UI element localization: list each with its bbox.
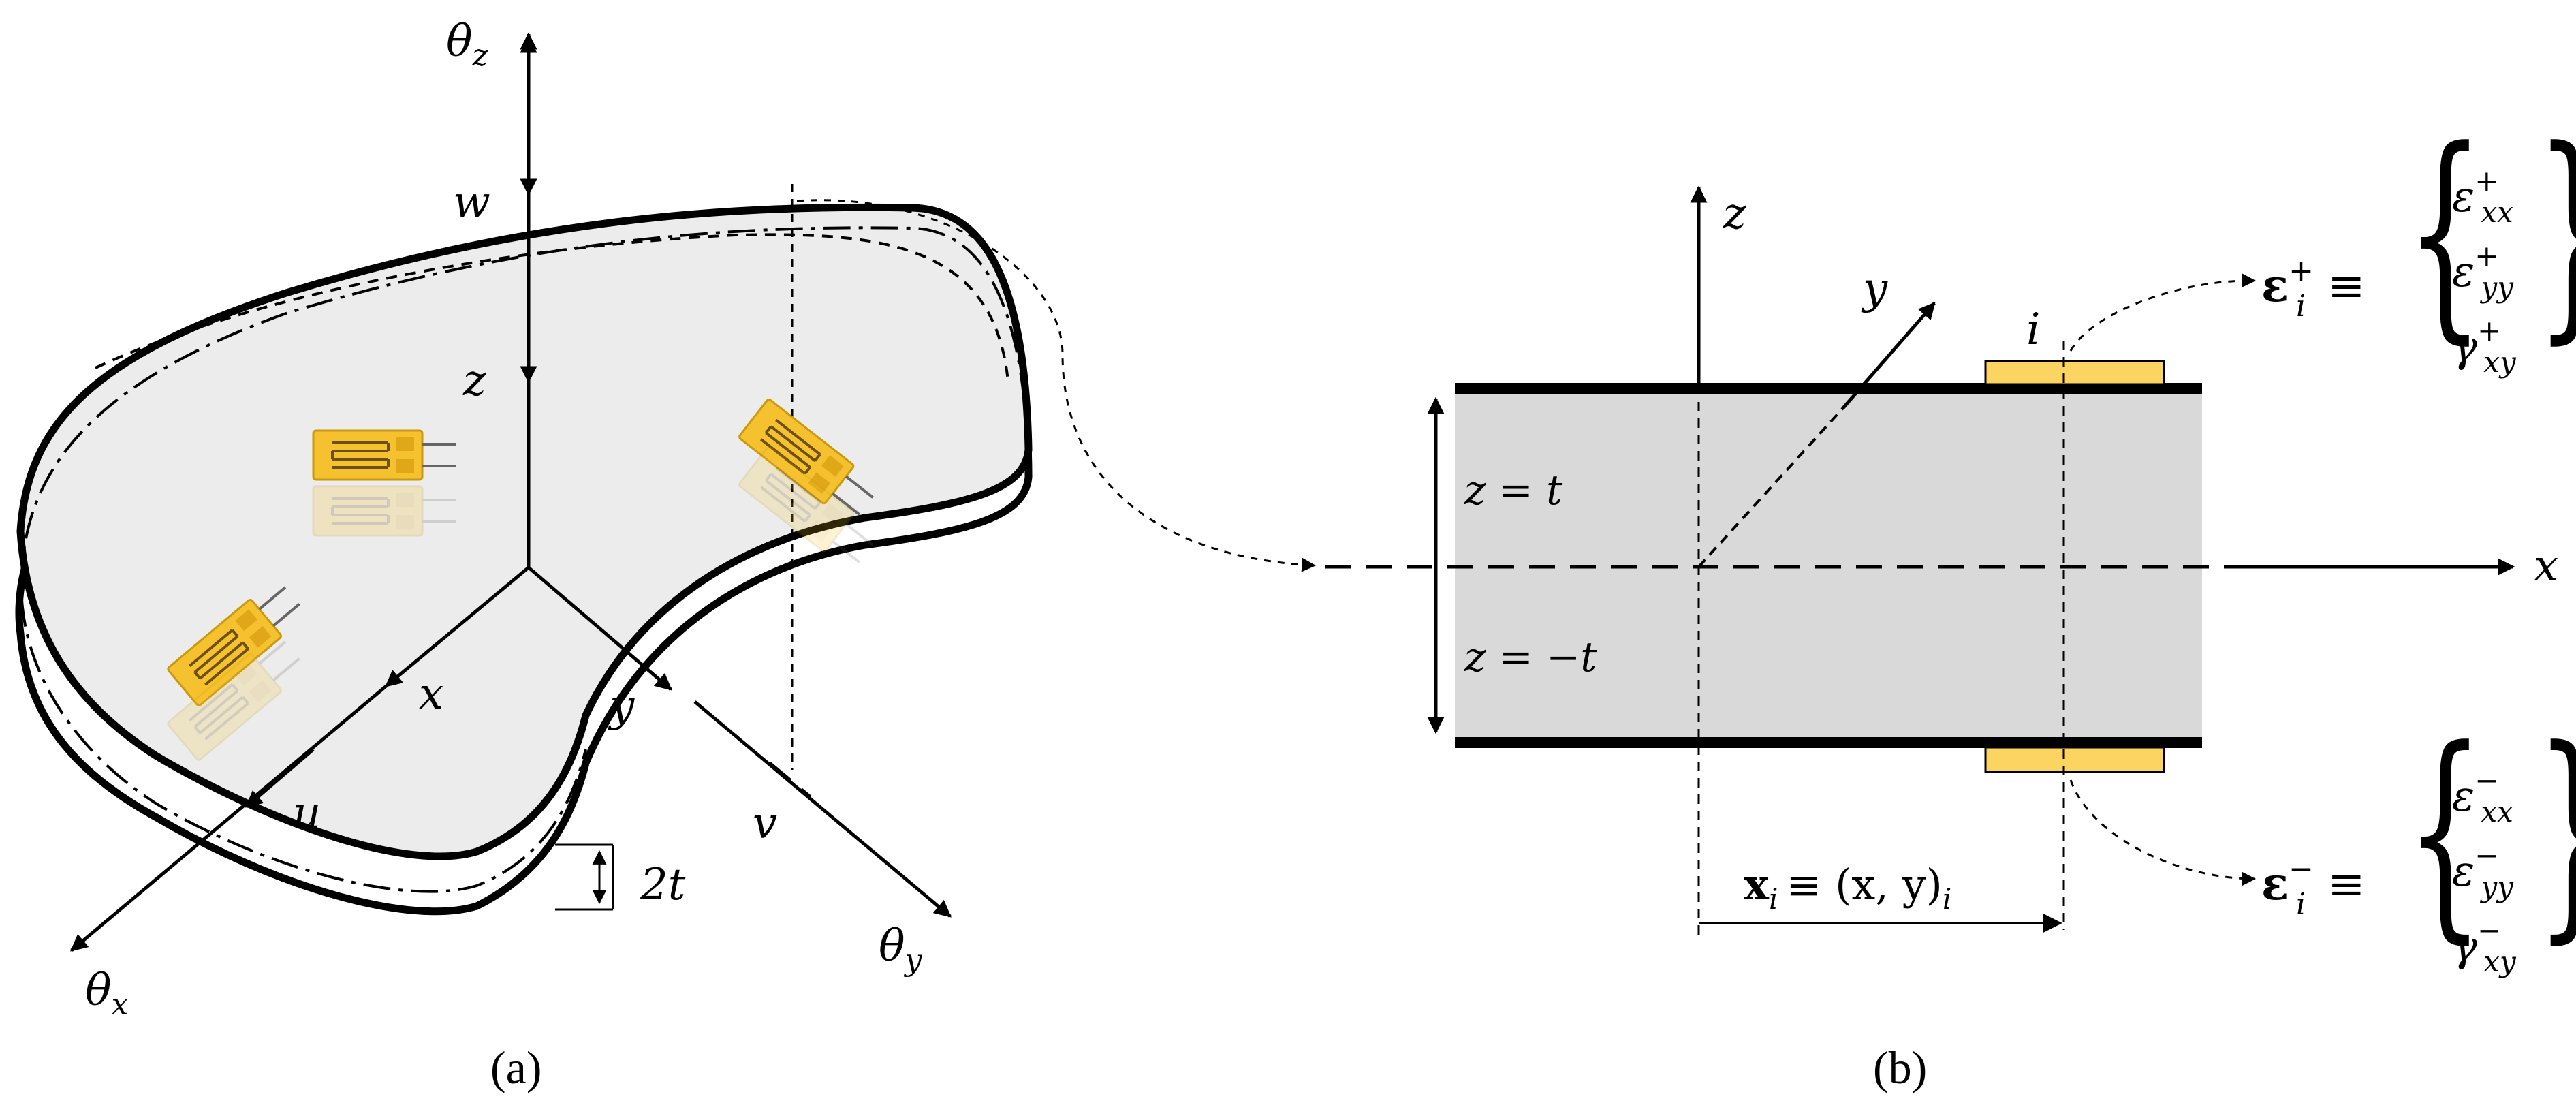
strain-vector-top: ε+i≡ { } ε+xx ε+yy γ+xy [2261, 102, 2576, 379]
svg-text:}: } [2535, 102, 2576, 363]
bottom-strain-gauge [1984, 746, 2165, 773]
strain-top-row-2: ε+yy [2452, 239, 2514, 304]
z-bottom-label: z = −t [1464, 634, 1597, 681]
y-label-a: y [608, 681, 635, 732]
theta-x-label: θx [85, 965, 129, 1022]
z-top-label: z = t [1464, 467, 1563, 514]
thickness-label: 2t [640, 860, 686, 910]
strain-top-lhs: ε+i≡ [2261, 253, 2365, 324]
svg-text:}: } [2535, 701, 2576, 963]
v-label: v [753, 798, 777, 849]
gauge-index-label: i [2026, 305, 2040, 355]
thickness-marker: 2t [555, 843, 686, 911]
strain-bottom-row-3: γ−xy [2452, 914, 2517, 978]
w-label: w [453, 177, 490, 228]
strain-top-row-3: γ+xy [2452, 314, 2517, 379]
caption-b: (b) [1873, 1042, 1927, 1093]
z-label-a: z [462, 356, 487, 406]
x-label-b: x [2534, 541, 2558, 591]
strain-vector-bottom: ε−i≡ { } ε−xx ε−yy γ−xy [2261, 701, 2576, 978]
strain-top-row-1: ε+xx [2452, 164, 2513, 229]
position-vector-label: xi≡ (x, y)i [1744, 860, 1951, 916]
svg-text:{: { [2406, 701, 2484, 963]
panel-a-axes [70, 32, 952, 952]
theta-y-label: θy [879, 921, 923, 978]
strain-bottom-row-2: ε−yy [2452, 839, 2514, 903]
strain-bottom-row-1: ε−xx [2452, 764, 2513, 828]
svg-text:{: { [2406, 102, 2484, 363]
caption-a: (a) [490, 1042, 541, 1093]
panel-b: z y x i z = t z = −t xi≡ (x, y)i ε+i≡ { … [1325, 102, 2576, 1093]
theta-z-label: θz [446, 16, 489, 73]
z-label-b: z [1723, 189, 1747, 239]
panel-a: 2t [15, 16, 1317, 1093]
strain-bottom-lhs: ε−i≡ [2261, 852, 2365, 922]
x-label-a: x [419, 669, 443, 719]
y-label-b: y [1861, 264, 1888, 314]
top-strain-gauge [1984, 360, 2165, 386]
u-label: u [293, 788, 321, 839]
y-axis-b [1697, 407, 1844, 568]
